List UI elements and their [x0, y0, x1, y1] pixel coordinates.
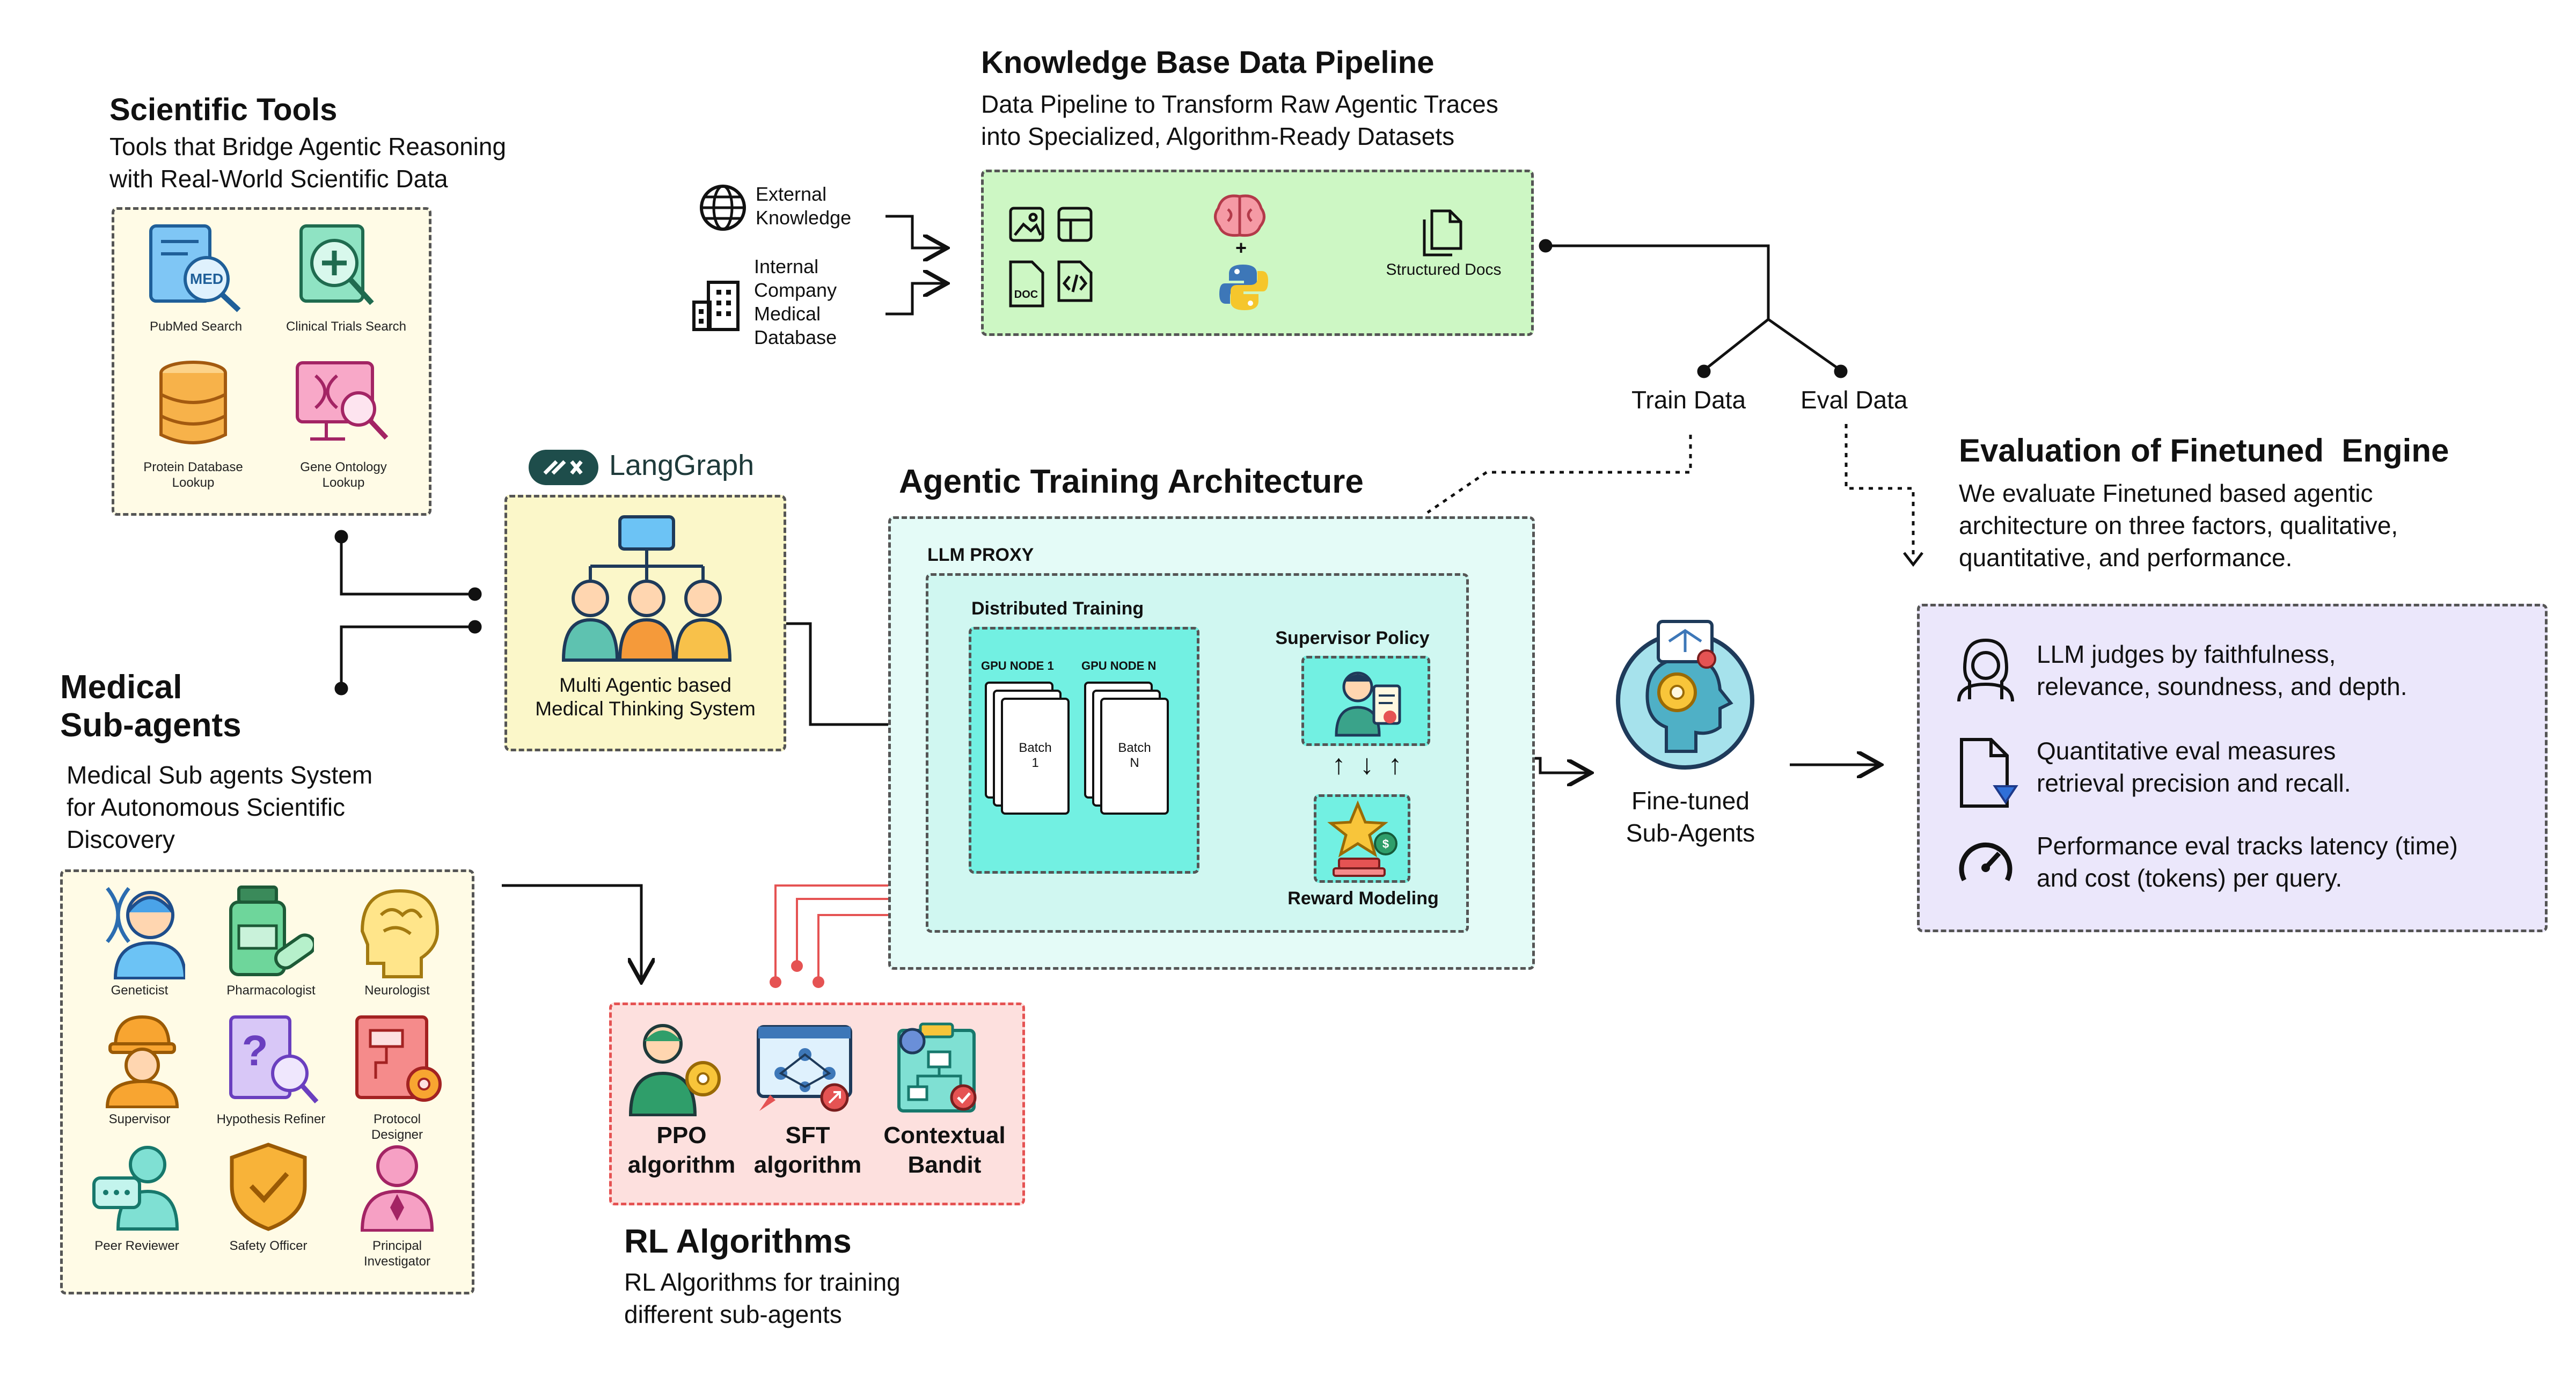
principal-investigator-icon: [360, 1145, 434, 1232]
langgraph-logo-icon: [529, 450, 598, 485]
doc-badge-text: DOC: [1014, 289, 1038, 301]
contextual-bandit-icon: [897, 1022, 977, 1113]
reward-star-icon: $: [1327, 800, 1397, 877]
eval-item-performance: Performance eval tracks latency (time) a…: [2037, 832, 2458, 892]
subagent-label-supervisor: Supervisor: [108, 1112, 171, 1126]
subagent-label-principal-investigator: Principal Investigator: [363, 1239, 431, 1269]
pipeline-to-split-line: [1546, 244, 1770, 319]
tool-label-clinical-trials: Clinical Trials Search: [286, 319, 407, 334]
evaluation-box: [1917, 604, 2548, 932]
protocol-designer-icon: [355, 1015, 442, 1102]
eval-data-label: Eval Data: [1801, 386, 1908, 414]
rl-subtitle: RL Algorithms for training different sub…: [624, 1268, 901, 1328]
brain-icon: [1214, 194, 1265, 237]
pipeline-box: [981, 170, 1534, 336]
langgraph-label: Multi Agentic based Medical Thinking Sys…: [535, 674, 756, 720]
internal-database-label: Internal Company Medical Database: [754, 255, 837, 348]
eval-data-dotted-line: [1845, 424, 1915, 558]
tools-to-langgraph-line: [340, 537, 475, 596]
train-data-label: Train Data: [1631, 386, 1746, 414]
eval-item-llm-judges: LLM judges by faithfulness, relevance, s…: [2037, 640, 2407, 700]
bandit-label: Contextual Bandit: [883, 1122, 1006, 1178]
sft-label: SFT algorithm: [753, 1122, 862, 1178]
scientific-tools-title: Scientific Tools: [109, 92, 338, 127]
geneticist-icon: [106, 887, 185, 979]
finetuned-agent-icon: [1616, 620, 1754, 770]
batch-1-label: Batch 1: [1019, 741, 1052, 770]
pipeline-title: Knowledge Base Data Pipeline: [981, 45, 1435, 80]
batch-1-stack: Batch 1: [985, 682, 1071, 826]
training-title: Agentic Training Architecture: [899, 463, 1364, 500]
gpu-node-n-label: GPU NODE N: [1081, 659, 1157, 672]
performance-gauge-icon: [1959, 842, 2012, 882]
ppo-label: PPO algorithm: [627, 1122, 736, 1178]
scientific-tools-subtitle: Tools that Bridge Agentic Reasoning with…: [109, 133, 507, 193]
supervisor-policy-icon: [1335, 671, 1401, 737]
eval-item-quantitative: Quantitative eval measures retrieval pre…: [2037, 737, 2351, 797]
train-data-dotted-line: [1426, 435, 1692, 514]
batch-n-stack: Batch N: [1084, 682, 1175, 826]
finetuned-label: Fine-tuned Sub-Agents: [1626, 787, 1755, 847]
pipeline-subtitle: Data Pipeline to Transform Raw Agentic T…: [981, 90, 1498, 150]
protein-database-icon: [159, 361, 227, 444]
neurologist-icon: [360, 889, 440, 978]
structured-docs-icon: [1423, 209, 1462, 257]
safety-officer-icon: [230, 1143, 307, 1231]
batch-n-label: Batch N: [1118, 741, 1151, 770]
supervisor-policy-box: [1301, 656, 1430, 746]
structured-docs-label: Structured Docs: [1386, 261, 1502, 279]
building-icon: [692, 281, 740, 331]
subagents-to-langgraph-line: [340, 625, 475, 689]
tool-label-pubmed: PubMed Search: [149, 319, 243, 334]
supervisor-icon: [105, 1015, 179, 1108]
svg-text:?: ?: [242, 1027, 268, 1074]
subagent-label-hypothesis-refiner: Hypothesis Refiner: [216, 1112, 326, 1126]
clinical-trials-search-icon: [299, 224, 374, 305]
ppo-agent-gear-icon: [628, 1024, 721, 1116]
python-icon: [1219, 265, 1268, 310]
sft-network-icon: [757, 1025, 852, 1112]
tool-label-protein: Protein Database Lookup: [143, 460, 243, 490]
langgraph-logo-text: LangGraph: [609, 449, 755, 481]
llm-proxy-label: LLM PROXY: [927, 545, 1034, 565]
medical-subagents-subtitle: Medical Sub agents System for Autonomous…: [67, 761, 373, 853]
subagent-label-pharmacologist: Pharmacologist: [226, 983, 316, 998]
plus-sign: +: [1235, 237, 1247, 259]
tool-label-gene-ontology: Gene Ontology Lookup: [300, 460, 387, 490]
gene-ontology-icon: [296, 361, 389, 441]
subagent-label-neurologist: Neurologist: [364, 983, 430, 998]
external-knowledge-label: External Knowledge: [756, 183, 852, 229]
medical-subagents-title: Medical Sub-agents: [60, 669, 241, 744]
supervisor-policy-label: Supervisor Policy: [1275, 628, 1430, 648]
pharmacologist-icon: [229, 886, 314, 976]
pubmed-search-icon: MED: [149, 224, 241, 312]
evaluation-subtitle: We evaluate Finetuned based agentic arch…: [1959, 479, 2398, 572]
globe-icon: [700, 185, 746, 231]
evaluation-title: Evaluation of Finetuned Engine: [1959, 433, 2449, 469]
subagent-label-protocol-designer: Protocol Designer: [371, 1112, 423, 1142]
distributed-training-label: Distributed Training: [971, 598, 1144, 619]
med-badge-text: MED: [190, 270, 223, 287]
hypothesis-refiner-icon: ?: [229, 1015, 319, 1104]
peer-reviewer-icon: [92, 1146, 179, 1231]
hierarchy-team-icon: [561, 515, 732, 662]
rl-title: RL Algorithms: [624, 1223, 852, 1260]
svg-text:$: $: [1382, 837, 1389, 851]
langgraph-to-training-arrow: [762, 622, 953, 725]
gpu-node-1-label: GPU NODE 1: [981, 659, 1054, 672]
subagent-label-peer-reviewer: Peer Reviewer: [94, 1239, 179, 1253]
subagent-label-safety-officer: Safety Officer: [229, 1239, 308, 1253]
quantitative-doc-icon: [1960, 738, 2018, 808]
raw-files-icon: DOC: [1009, 207, 1093, 308]
llm-judge-icon: [1957, 639, 2014, 702]
subagents-to-rl-arrow: [502, 884, 641, 979]
internal-to-pipeline-arrow: [885, 283, 945, 316]
external-to-pipeline-arrow: [885, 215, 945, 248]
reward-modeling-label: Reward Modeling: [1287, 888, 1439, 909]
subagent-label-geneticist: Geneticist: [111, 983, 169, 998]
policy-reward-arrows: ↑ ↓ ↑: [1331, 749, 1406, 780]
